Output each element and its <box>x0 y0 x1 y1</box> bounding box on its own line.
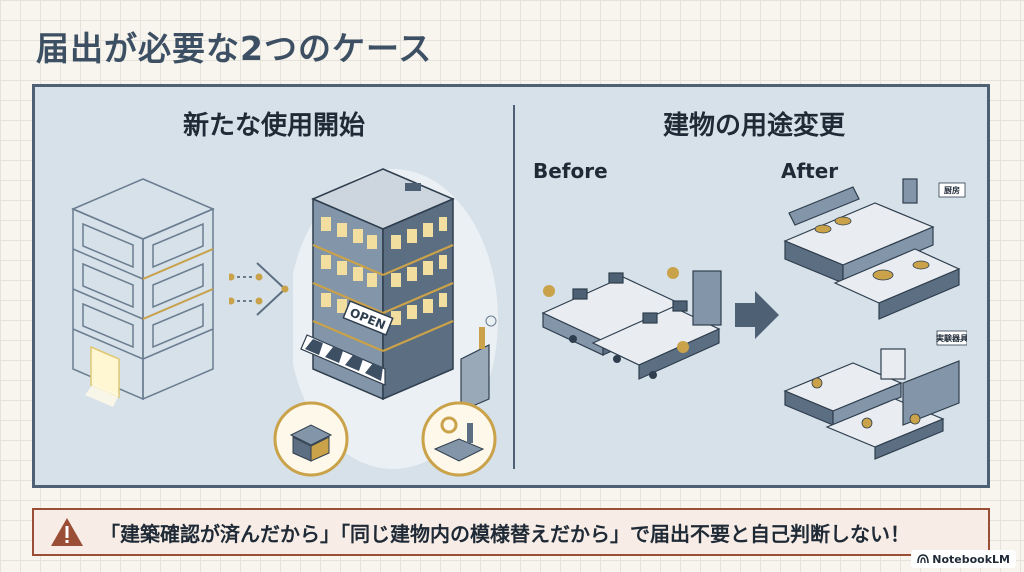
watermark-label: NotebookLM <box>932 552 1010 566</box>
warning-banner: 「建築確認が済んだから」「同じ建物内の模様替えだから」で届出不要と自己判断しない… <box>32 508 990 556</box>
left-section-heading: 新たな使用開始 <box>182 111 365 141</box>
panel-divider <box>513 105 515 469</box>
lab-tag: 実験器具 <box>936 333 967 343</box>
lab-after-illustration: 実験器具 <box>783 330 967 460</box>
warning-text: 「建築確認が済んだから」「同じ建物内の模様替えだから」で届出不要と自己判断しない… <box>100 521 910 546</box>
kitchen-after-illustration: 厨房 <box>783 178 966 320</box>
warning-triangle-icon <box>51 518 83 546</box>
main-panel: 新たな使用開始 建物の用途変更 <box>32 84 990 488</box>
before-label: Before <box>533 159 608 183</box>
active-building-illustration: OPEN <box>293 168 498 469</box>
shop-badge-icon <box>273 401 349 477</box>
office-before-illustration <box>541 267 722 380</box>
transition-arrow-icon <box>229 262 289 316</box>
factory-badge-icon <box>421 401 497 477</box>
after-label: After <box>781 159 839 183</box>
notebooklm-logo-icon <box>917 554 930 564</box>
notebooklm-watermark: NotebookLM <box>911 550 1016 568</box>
empty-building-illustration <box>71 178 215 407</box>
before-after-arrow-icon <box>735 291 779 339</box>
right-section-heading: 建物の用途変更 <box>662 111 845 141</box>
kitchen-tag: 厨房 <box>944 185 960 195</box>
page-title: 届出が必要な2つのケース <box>36 29 433 68</box>
